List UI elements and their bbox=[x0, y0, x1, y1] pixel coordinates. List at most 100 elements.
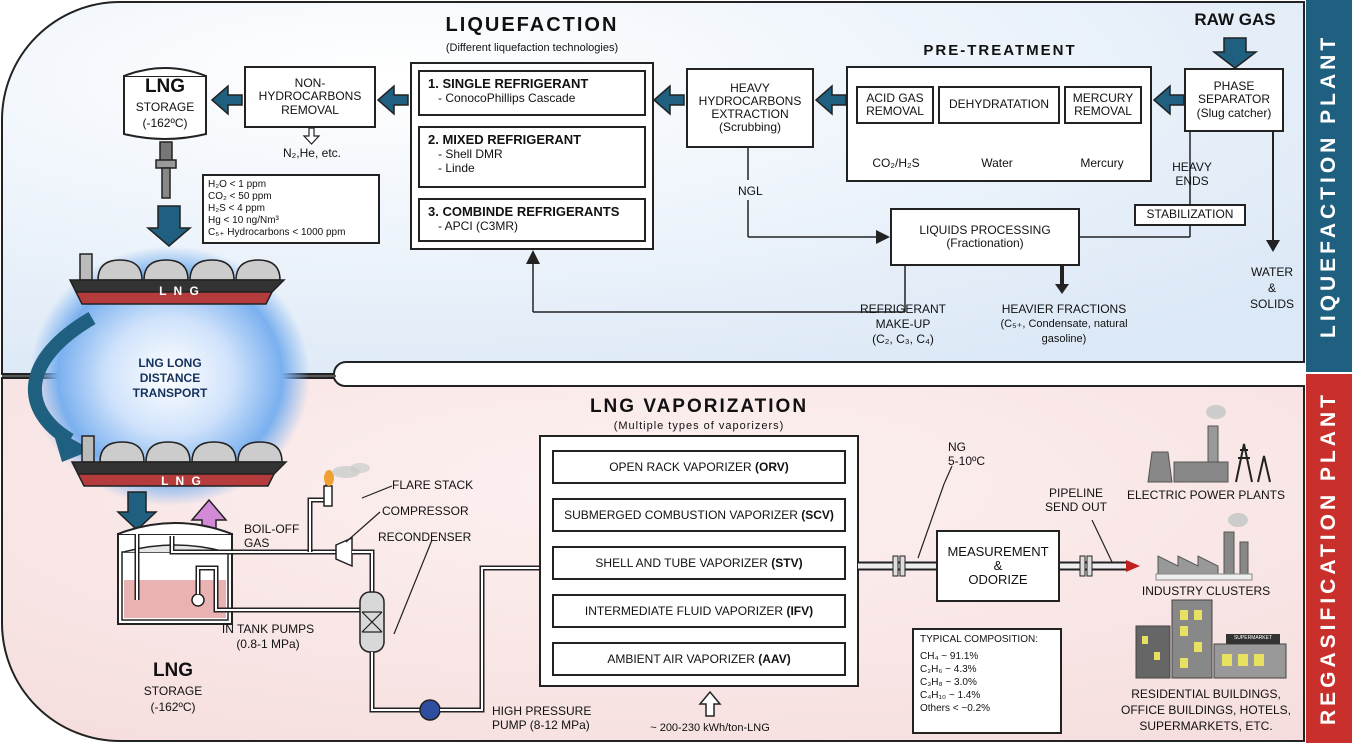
refrigerant-makeup-line1: REFRIGERANT bbox=[859, 302, 946, 316]
liquefaction-subtitle: (Different liquefaction technologies) bbox=[445, 42, 619, 54]
vaporizer-aav-name: AMBIENT AIR VAPORIZER bbox=[607, 652, 755, 666]
lng-storage-top-title: LNG bbox=[144, 76, 186, 97]
vaporizer-orv: OPEN RACK VAPORIZER (ORV) bbox=[552, 450, 846, 484]
regasification-plant-label: REGASIFICATION PLANT bbox=[1317, 391, 1340, 726]
water-output: Water bbox=[981, 156, 1013, 170]
refrigerant-3-title: 3. COMBINDE REFRIGERANTS bbox=[428, 204, 620, 219]
phase-separator: PHASE SEPARATOR (Slug catcher) bbox=[1184, 68, 1284, 132]
lng-storage-bottom-title: LNG bbox=[152, 660, 194, 681]
liquids-processing-line1: LIQUIDS PROCESSING bbox=[919, 222, 1051, 237]
phase-separator-line2: SEPARATOR bbox=[1197, 92, 1271, 107]
lng-ship-bottom bbox=[70, 435, 288, 487]
transport-label: LNG LONG DISTANCE TRANSPORT bbox=[100, 356, 240, 401]
transport-glow bbox=[30, 246, 310, 506]
liquids-processing-line2: (Fractionation) bbox=[946, 236, 1024, 250]
arrow-storage-to-ship bbox=[145, 205, 193, 247]
measurement-odorize: MEASUREMENT & ODORIZE bbox=[936, 530, 1060, 602]
compressor-label: COMPRESSOR bbox=[382, 504, 469, 518]
heavy-ends-line1: HEAVY bbox=[1172, 160, 1212, 174]
heavier-fractions-line3: gasoline) bbox=[1041, 333, 1087, 345]
acid-gas-line2: REMOVAL bbox=[866, 104, 924, 118]
co2-h2s-output: CO₂/H₂S bbox=[872, 156, 920, 170]
hp-pump-symbol bbox=[419, 699, 441, 721]
vaporizer-scv-code: (SCV) bbox=[801, 508, 834, 522]
ship-top-label: L N G bbox=[159, 284, 201, 298]
hp-pump-line1: High pressure bbox=[492, 704, 592, 718]
in-tank-pumps-line1: IN TANK PUMPS bbox=[221, 622, 315, 636]
vaporizer-scv: SUBMERGED COMBUSTION VAPORIZER (SCV) bbox=[552, 498, 846, 532]
residential-line3: SUPERMARKETS, ETC. bbox=[1139, 719, 1273, 733]
lng-spec-box: H₂O < 1 ppm CO₂ < 50 ppm H₂S < 4 ppm Hg … bbox=[202, 174, 380, 244]
energy-label: ~ 200-230 kWh/ton-LNG bbox=[650, 722, 770, 734]
transport-line2: DISTANCE bbox=[139, 371, 201, 385]
phase-separator-line1: PHASE bbox=[1213, 79, 1255, 94]
pipeline-label: PIPELINE SEND OUT bbox=[1026, 486, 1126, 514]
spec-co2: CO₂ < 50 ppm bbox=[208, 191, 272, 202]
nonhc-output: N₂,He, etc. bbox=[282, 146, 341, 160]
boil-off-line1: BOIL-OFF bbox=[244, 522, 300, 536]
heavy-hydrocarbons-extraction: HEAVY HYDROCARBONS EXTRACTION (Scrubbing… bbox=[686, 68, 814, 148]
refrigerant-2-line-1: - Shell DMR bbox=[438, 147, 503, 161]
in-tank-pumps-label: IN TANK PUMPS (0.8-1 MPa) bbox=[210, 622, 326, 652]
vaporization-title: LNG VAPORIZATION bbox=[589, 396, 809, 417]
phase-separator-line3: (Slug catcher) bbox=[1196, 105, 1272, 120]
liquefaction-plant-label: LIQUEFACTION PLANT bbox=[1317, 33, 1340, 339]
water-solids-line1: WATER bbox=[1251, 265, 1293, 279]
refrigerant-2: 2. MIXED REFRIGERANT - Shell DMR - Linde bbox=[418, 126, 646, 188]
ngl-label: NGL bbox=[738, 184, 763, 198]
nonhc-line1: NON- bbox=[294, 76, 326, 91]
typical-composition-box: TYPICAL COMPOSITION: CH₄ ~ 91.1% C₂H₆ ~ … bbox=[912, 628, 1062, 734]
vaporizer-scv-name: SUBMERGED COMBUSTION VAPORIZER bbox=[564, 508, 798, 522]
nonhc-line3: REMOVAL bbox=[281, 102, 339, 117]
residential-line2: OFFICE BUILDINGS, HOTELS, bbox=[1120, 703, 1292, 717]
arrow-pretreat-to-hhc bbox=[814, 84, 847, 116]
heavy-ends-label: HEAVY ENDS bbox=[1160, 160, 1224, 188]
vaporizer-ifv-code: (IFV) bbox=[786, 604, 814, 618]
residential-line1: RESIDENTIAL BUILDINGS, bbox=[1131, 687, 1281, 701]
non-hydrocarbons-removal: NON- HYDROCARBONS REMOVAL bbox=[244, 66, 376, 128]
composition-others: Others < ~0.2% bbox=[920, 703, 991, 714]
stabilization: STABILIZATION bbox=[1134, 204, 1246, 226]
vaporizer-aav: AMBIENT AIR VAPORIZER (AAV) bbox=[552, 642, 846, 676]
acid-gas-line1: ACID GAS bbox=[866, 90, 924, 105]
spec-hg: Hg < 10 ng/Nm³ bbox=[208, 215, 279, 226]
hhc-line4: (Scrubbing) bbox=[718, 120, 782, 135]
mercury-line2: REMOVAL bbox=[1074, 104, 1132, 118]
arrow-hhc-to-liq bbox=[652, 84, 685, 116]
arrow-liq-to-nonhc bbox=[376, 84, 409, 116]
water-solids-line2: & bbox=[1267, 281, 1276, 295]
vaporizer-orv-name: OPEN RACK VAPORIZER bbox=[609, 460, 752, 474]
composition-c3h8: C₃H₈ ~ 3.0% bbox=[920, 677, 977, 688]
mercury-line1: MERCURY bbox=[1072, 90, 1134, 105]
liquids-processing: LIQUIDS PROCESSING (Fractionation) bbox=[890, 208, 1080, 266]
hhc-line1: HEAVY bbox=[730, 80, 770, 95]
power-plant-icon bbox=[1147, 405, 1271, 483]
hp-pump-label: High pressure PUMP (8-12 MPa) bbox=[492, 704, 591, 732]
measurement-line3: ODORIZE bbox=[968, 572, 1028, 588]
buildings-icon bbox=[1135, 599, 1287, 679]
dehydration: DEHYDRATATION bbox=[938, 86, 1060, 124]
ng-line2: 5-10ºC bbox=[948, 454, 986, 468]
regas-lines bbox=[116, 405, 1287, 721]
lng-storage-top-line2: (-162ºC) bbox=[142, 116, 188, 130]
nonhc-line2: HYDROCARBONS bbox=[258, 89, 362, 104]
boil-off-label: BOIL-OFF GAS bbox=[244, 522, 299, 550]
heavier-fractions-line1: HEAVIER FRACTIONS bbox=[1001, 302, 1127, 316]
ship-bottom-label: L N G bbox=[161, 474, 203, 488]
pretreatment-title: PRE-TREATMENT bbox=[923, 42, 1077, 59]
mercury-output: Mercury bbox=[1080, 156, 1124, 170]
vaporizer-stv-name: SHELL AND TUBE VAPORIZER bbox=[595, 556, 768, 570]
liquefaction-title: LIQUEFACTION bbox=[445, 14, 619, 36]
hp-pump-line2: PUMP (8-12 MPa) bbox=[492, 718, 590, 732]
arrow-phase-to-pretreat bbox=[1152, 84, 1185, 116]
residential-label: RESIDENTIAL BUILDINGS, OFFICE BUILDINGS,… bbox=[1104, 686, 1308, 734]
lng-storage-top-line1: STORAGE bbox=[135, 100, 195, 114]
vaporizer-stv-code: (STV) bbox=[771, 556, 803, 570]
vaporization-subtitle: (Multiple types of vaporizers) bbox=[613, 420, 785, 432]
pipeline-line1: PIPELINE bbox=[1048, 486, 1104, 500]
boil-off-line2: GAS bbox=[244, 536, 270, 550]
measurement-line2: & bbox=[993, 557, 1003, 573]
transport-line3: TRANSPORT bbox=[132, 386, 208, 400]
ng-line1: NG bbox=[948, 440, 966, 454]
pretreatment-box bbox=[846, 66, 1152, 182]
